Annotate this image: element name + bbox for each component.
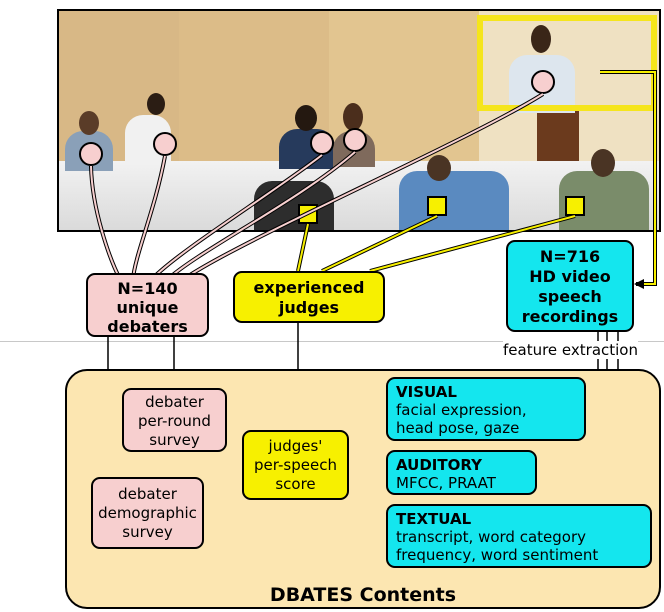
per-round-label-2: per-round — [138, 412, 211, 430]
contents-title: DBATES Contents — [269, 584, 457, 606]
judge-marker-2 — [427, 196, 447, 216]
auditory-features-box: AUDITORY MFCC, PRAAT — [386, 450, 537, 495]
judges-box: experienced judges — [233, 271, 385, 323]
demographic-label-3: survey — [122, 523, 173, 541]
speaker-highlight-box — [477, 15, 657, 111]
textual-title: TEXTUAL — [396, 510, 472, 528]
per-round-label-1: debater — [145, 393, 204, 411]
feature-extraction-label: feature extraction — [503, 341, 638, 359]
judge-marker-3 — [565, 196, 585, 216]
visual-line-1: facial expression, — [396, 401, 527, 419]
judges-score-box: judges' per-speech score — [242, 430, 349, 500]
textual-line-1: transcript, word category — [396, 528, 587, 546]
debate-photo — [57, 9, 661, 232]
video-recordings-box: N=716 HD video speech recordings — [506, 240, 634, 332]
visual-title: VISUAL — [396, 383, 457, 401]
judges-label-2: judges — [278, 298, 340, 317]
textual-features-box: TEXTUAL transcript, word category freque… — [386, 504, 652, 568]
auditory-title: AUDITORY — [396, 456, 482, 474]
demographic-label-2: demographic — [98, 504, 197, 522]
judges-score-label-3: score — [275, 475, 316, 493]
debaters-box: N=140 unique debaters — [86, 273, 209, 337]
auditory-line-1: MFCC, PRAAT — [396, 474, 496, 492]
debater-marker-3 — [310, 131, 334, 155]
per-round-label-3: survey — [149, 431, 200, 449]
debater-marker-4 — [343, 128, 367, 152]
textual-line-2: frequency, word sentiment — [396, 546, 599, 564]
per-round-survey-box: debater per-round survey — [122, 388, 227, 452]
judges-label-1: experienced — [253, 278, 365, 297]
visual-line-2: head pose, gaze — [396, 419, 520, 437]
video-count: N=716 — [539, 247, 601, 266]
demographic-survey-box: debater demographic survey — [91, 477, 204, 549]
video-label-3: recordings — [521, 307, 619, 326]
visual-features-box: VISUAL facial expression, head pose, gaz… — [386, 377, 586, 441]
debater-marker-1 — [79, 142, 103, 166]
debater-marker-2 — [153, 132, 177, 156]
demographic-label-1: debater — [118, 485, 177, 503]
judges-score-label-2: per-speech — [254, 456, 337, 474]
video-label-2: speech — [538, 287, 602, 306]
debaters-label-2: debaters — [107, 317, 188, 336]
video-label-1: HD video — [529, 267, 611, 286]
debaters-label-1: unique — [116, 298, 179, 317]
speaker-marker — [531, 70, 555, 94]
debaters-count: N=140 — [117, 279, 178, 298]
judges-score-label-1: judges' — [268, 437, 323, 455]
divider-line — [0, 341, 664, 342]
